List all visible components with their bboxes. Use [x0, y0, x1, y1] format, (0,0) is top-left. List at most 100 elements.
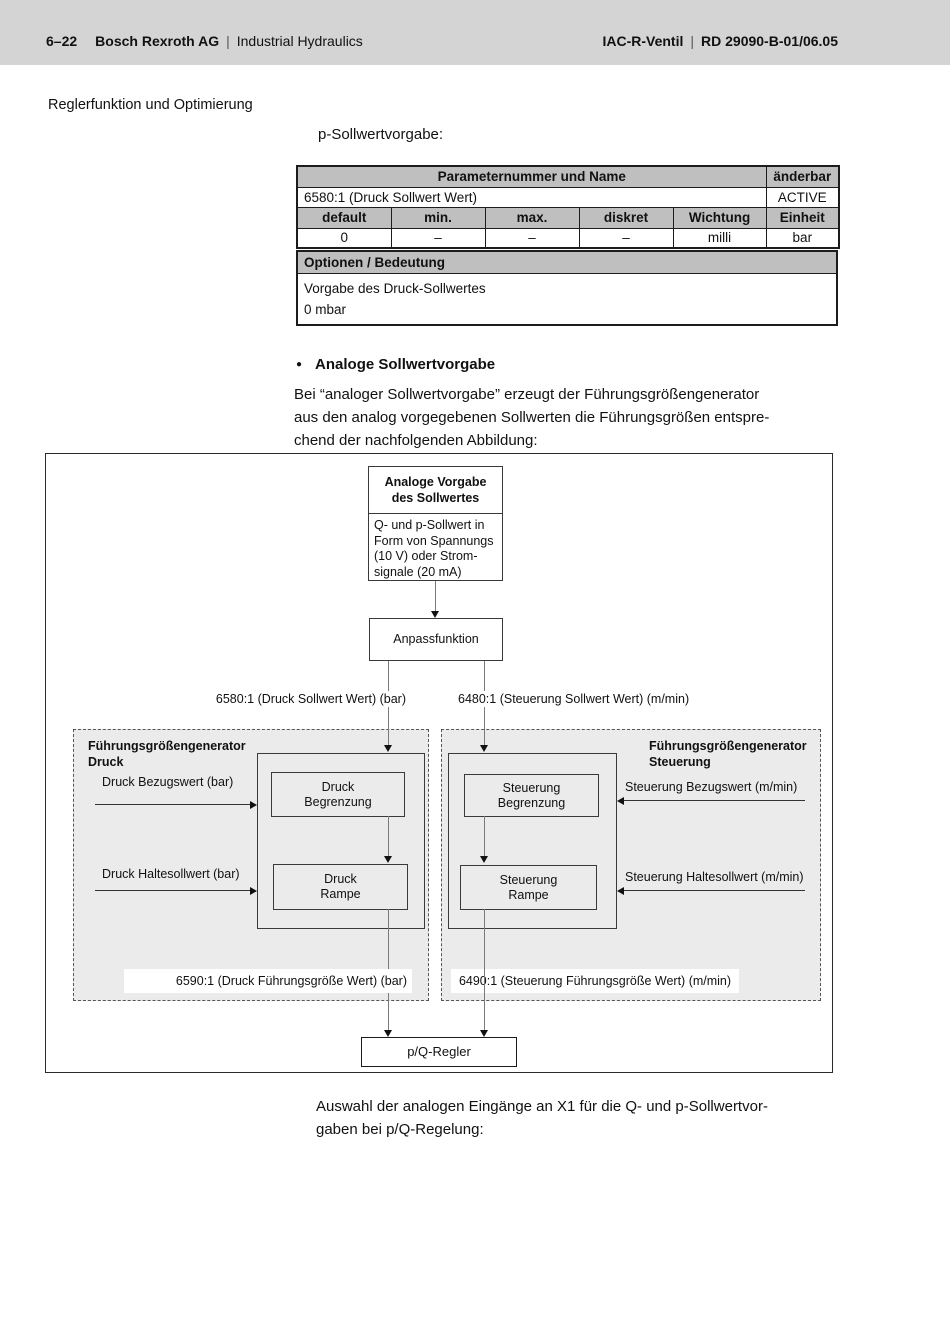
bullet-icon: ● — [296, 359, 303, 370]
section-title: Reglerfunktion und Optimierung — [48, 97, 253, 113]
generator-druck-title: Führungsgrößengenerator Druck — [88, 738, 246, 770]
generator-steuerung-container — [448, 753, 617, 929]
arrowhead-down-icon — [384, 745, 392, 752]
box-label-line: Rampe — [320, 887, 361, 901]
col-header-default: default — [296, 206, 392, 229]
connector-line — [388, 816, 389, 856]
analog-source-body-line: (10 V) oder Strom- — [374, 549, 478, 563]
arrowhead-down-icon — [384, 856, 392, 863]
arrowhead-down-icon — [480, 856, 488, 863]
value-wichtung: milli — [672, 227, 767, 249]
generator-steuerung: Führungsgrößengenerator Steuerung Steuer… — [441, 729, 821, 1001]
generator-druck: Führungsgrößengenerator Druck Druck Begr… — [73, 729, 429, 1001]
input-arrow-line — [624, 890, 805, 891]
analog-source-body: Q- und p-Sollwert in Form von Spannungs … — [369, 514, 502, 580]
signal-label-druck: 6580:1 (Druck Sollwert Wert) (bar) — [213, 691, 408, 707]
col-header-einheit: Einheit — [765, 206, 840, 229]
param-header-changeable: änderbar — [765, 165, 840, 188]
druck-input1-label: Druck Bezugswert (bar) — [102, 775, 234, 789]
param-header-name: Parameternummer und Name — [296, 165, 767, 188]
closing-paragraph-line: Auswahl der analogen Eingänge an X1 für … — [316, 1098, 768, 1115]
product-name: IAC-R-Ventil — [602, 33, 684, 49]
analog-source-title-line: Analoge Vorgabe — [384, 475, 487, 489]
generator-title-line: Steuerung — [649, 755, 711, 769]
arrowhead-left-icon — [617, 887, 624, 895]
header-separator-2: | — [690, 33, 695, 49]
value-einheit: bar — [765, 227, 840, 249]
paragraph-line: Bei “analoger Sollwertvorgabe” erzeugt d… — [294, 386, 760, 403]
col-header-wichtung: Wichtung — [672, 206, 767, 229]
paragraph-line: chend der nachfolgenden Abbildung: — [294, 432, 538, 449]
generator-druck-container — [257, 753, 425, 929]
parameter-table: Parameternummer und Name änderbar 6580:1… — [296, 165, 841, 249]
param-state-cell: ACTIVE — [765, 186, 840, 208]
analog-source-body-line: Q- und p-Sollwert in — [374, 518, 485, 532]
division-name: Industrial Hydraulics — [236, 33, 363, 49]
connector-line — [435, 581, 436, 611]
analog-source-title: Analoge Vorgabe des Sollwertes — [369, 467, 502, 514]
options-table: Optionen / Bedeutung Vorgabe des Druck-S… — [296, 250, 838, 326]
input-arrow-line — [95, 804, 250, 805]
param-name-cell: 6580:1 (Druck Sollwert Wert) — [296, 186, 767, 208]
header-right: IAC-R-Ventil | RD 29090-B-01/06.05 — [602, 33, 838, 49]
arrowhead-down-icon — [480, 745, 488, 752]
arrowhead-left-icon — [617, 797, 624, 805]
box-label-line: Druck — [324, 872, 357, 886]
arrowhead-right-icon — [250, 801, 257, 809]
steuerung-begrenzung-box: Steuerung Begrenzung — [464, 774, 599, 817]
options-body: Vorgabe des Druck-Sollwertes 0 mbar — [296, 272, 838, 325]
paragraph-line: aus den analog vorgegebenen Sollwerten d… — [294, 409, 770, 426]
company-name: Bosch Rexroth AG — [95, 33, 220, 49]
arrowhead-down-icon — [431, 611, 439, 618]
generator-title-line: Führungsgrößengenerator — [88, 739, 246, 753]
options-line-2: 0 mbar — [304, 301, 347, 317]
arrowhead-right-icon — [250, 887, 257, 895]
value-min: – — [390, 227, 486, 249]
druck-output-label: 6590:1 (Druck Führungsgröße Wert) (bar) — [124, 969, 412, 993]
steuerung-output-label: 6490:1 (Steuerung Führungsgröße Wert) (m… — [451, 969, 739, 993]
analog-source-box: Analoge Vorgabe des Sollwertes Q- und p-… — [368, 466, 503, 581]
table-caption: p-Sollwertvorgabe: — [318, 126, 444, 143]
box-label-line: Steuerung — [499, 872, 558, 887]
druck-begrenzung-box: Druck Begrenzung — [271, 772, 405, 817]
arrowhead-down-icon — [384, 1030, 392, 1037]
box-label-line: Begrenzung — [497, 795, 566, 810]
analog-source-body-line: signale (20 mA) — [374, 564, 462, 579]
connector-line — [484, 909, 485, 1030]
generator-title-line: Führungsgrößengenerator — [649, 739, 807, 753]
druck-rampe-box: Druck Rampe — [273, 864, 408, 910]
druck-input2-label: Druck Haltesollwert (bar) — [102, 867, 240, 881]
closing-paragraph: Auswahl der analogen Eingänge an X1 für … — [316, 1095, 768, 1141]
bullet-title: Analoge Sollwertvorgabe — [315, 356, 496, 373]
box-label-line: Druck — [321, 779, 355, 794]
options-header: Optionen / Bedeutung — [296, 250, 838, 274]
box-label-line: Rampe — [508, 887, 549, 902]
pq-regler-box: p/Q-Regler — [361, 1037, 517, 1067]
generator-title-line: Druck — [88, 755, 124, 769]
anpassfunktion-box: Anpassfunktion — [369, 618, 503, 661]
closing-paragraph-line: gaben bei p/Q-Regelung: — [316, 1121, 484, 1138]
generator-steuerung-title: Führungsgrößengenerator Steuerung — [649, 738, 807, 770]
col-header-min: min. — [390, 206, 486, 229]
signal-label-steuerung: 6480:1 (Steuerung Sollwert Wert) (m/min) — [456, 691, 692, 707]
analog-source-body-line: Form von Spannungs — [374, 533, 494, 548]
value-default: 0 — [296, 227, 392, 249]
diagram-frame: Analoge Vorgabe des Sollwertes Q- und p-… — [45, 453, 833, 1073]
options-line-1: Vorgabe des Druck-Sollwertes — [304, 280, 486, 296]
intro-paragraph: Bei “analoger Sollwertvorgabe” erzeugt d… — [294, 383, 769, 452]
col-header-max: max. — [484, 206, 580, 229]
arrowhead-down-icon — [480, 1030, 488, 1037]
box-label-line: Begrenzung — [304, 794, 372, 809]
input-arrow-line — [95, 890, 250, 891]
input-arrow-line — [624, 800, 805, 801]
bullet-heading: ● Analoge Sollwertvorgabe — [296, 356, 495, 373]
value-diskret: – — [578, 227, 674, 249]
value-max: – — [484, 227, 580, 249]
header-separator: | — [226, 33, 230, 49]
doc-id: RD 29090-B-01/06.05 — [701, 33, 838, 49]
box-label-line: Steuerung — [502, 780, 561, 795]
col-header-diskret: diskret — [578, 206, 674, 229]
